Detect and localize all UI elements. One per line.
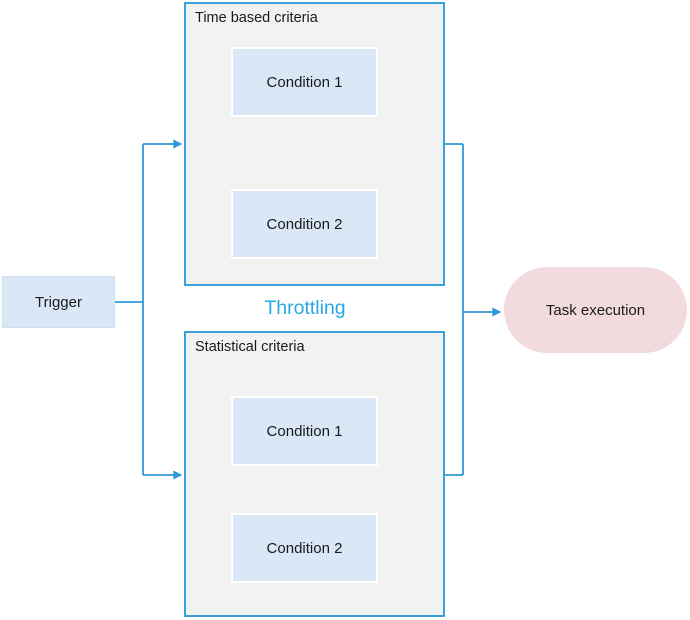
connector-to-task bbox=[445, 143, 502, 476]
condition-node-time-2: Condition 2 bbox=[231, 189, 378, 259]
task-execution-label: Task execution bbox=[545, 301, 646, 319]
trigger-node: Trigger bbox=[2, 276, 115, 328]
throttling-label: Throttling bbox=[264, 297, 346, 319]
condition-node-time-1: Condition 1 bbox=[231, 47, 378, 117]
condition-label: Condition 1 bbox=[266, 422, 343, 440]
condition-label: Condition 2 bbox=[266, 539, 343, 557]
condition-node-stat-1: Condition 1 bbox=[231, 396, 378, 466]
condition-label: Condition 2 bbox=[266, 215, 343, 233]
task-execution-node: Task execution bbox=[504, 267, 687, 353]
trigger-label: Trigger bbox=[35, 293, 82, 311]
condition-node-stat-2: Condition 2 bbox=[231, 513, 378, 583]
group-title: Statistical criteria bbox=[195, 339, 305, 355]
condition-label: Condition 1 bbox=[266, 73, 343, 91]
group-title: Time based criteria bbox=[195, 10, 318, 26]
connector-trigger-spine bbox=[115, 144, 144, 475]
